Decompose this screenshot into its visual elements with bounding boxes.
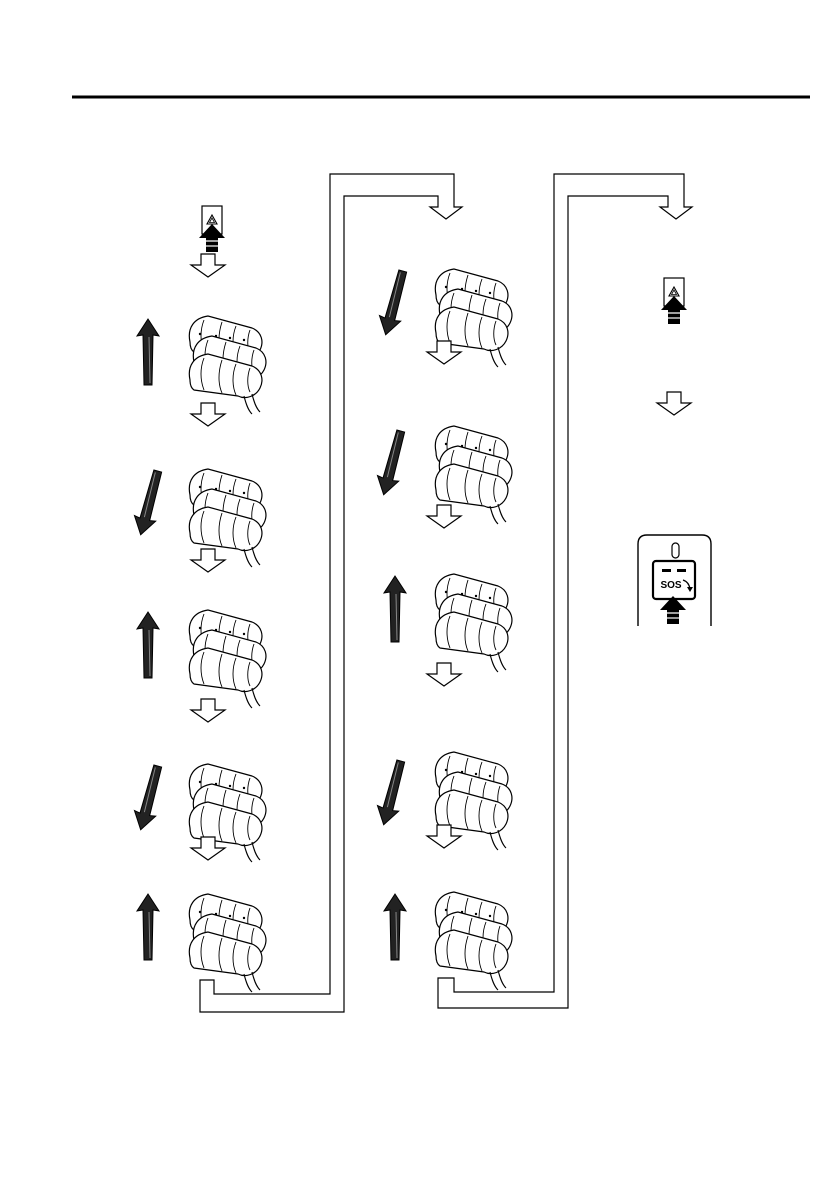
lever-down-arrow-icon <box>373 428 411 497</box>
flow-connector <box>200 174 462 1012</box>
turn-signal-lever-icon <box>189 894 266 992</box>
flow-arrow-icon <box>191 549 225 572</box>
flow-arrow-icon <box>191 403 225 426</box>
lever-down-arrow-icon <box>373 758 411 827</box>
flow-arrow-icon <box>657 392 691 415</box>
sos-button-label: SOS <box>660 580 681 591</box>
flow-arrow-icon <box>427 663 461 686</box>
flow-arrow-icon <box>427 505 461 528</box>
lever-down-arrow-icon <box>130 468 168 537</box>
flow-arrow-icon <box>191 699 225 722</box>
flow-arrow-icon <box>191 254 225 277</box>
lever-up-arrow-icon <box>137 319 159 385</box>
turn-signal-lever-icon <box>189 316 266 414</box>
lever-up-arrow-icon <box>384 894 406 960</box>
turn-signal-lever-icon <box>435 574 512 672</box>
lever-up-arrow-icon <box>384 576 406 642</box>
lever-up-arrow-icon <box>137 894 159 960</box>
lever-up-arrow-icon <box>137 612 159 678</box>
turn-signal-lever-icon <box>435 892 512 990</box>
lever-down-arrow-icon <box>130 763 168 832</box>
lever-down-arrow-icon <box>375 268 413 337</box>
turn-signal-lever-icon <box>189 610 266 708</box>
